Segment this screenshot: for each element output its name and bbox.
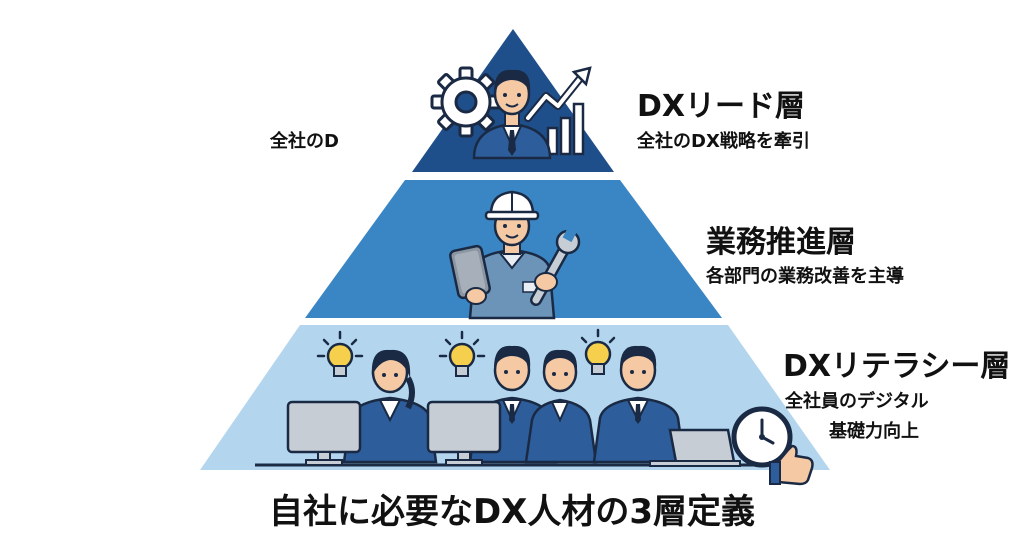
thumbs-up-icon: [769, 444, 814, 486]
lightbulb-icon: [580, 328, 616, 375]
lightbulb-icon: [438, 330, 486, 377]
layer-description-middle: 各部門の業務改善を主導: [706, 266, 904, 287]
employee-illustration: [524, 349, 598, 464]
businessman-illustration: [472, 69, 552, 160]
layer-title-middle: 業務推進層: [706, 225, 856, 260]
layer-description-bottom-line2: 基礎力向上: [829, 421, 919, 442]
growth-arrow-icon: [524, 66, 592, 122]
monitor-icon: [286, 400, 362, 466]
layer-description-top: 全社のDX戦略を牽引: [637, 131, 810, 152]
employee-illustration: [342, 349, 438, 464]
layer-title-bottom: DXリテラシー層: [783, 349, 1011, 384]
side-note: 全社のD: [270, 131, 339, 152]
tablet-icon: [449, 244, 491, 305]
bar-chart-icon: [546, 102, 585, 156]
main-title: 自社に必要なDX人材の3層定義: [268, 492, 756, 532]
gear-icon: [430, 66, 502, 138]
employee-illustration: [592, 345, 686, 464]
layer-description-bottom-line1: 全社員のデジタル: [785, 391, 929, 412]
layer-title-top: DXリード層: [637, 89, 806, 124]
monitor-icon: [426, 400, 502, 466]
wrench-icon: [530, 226, 581, 306]
hard-hat-icon: [484, 190, 540, 221]
laptop-icon: [649, 428, 741, 467]
clock-icon: [731, 406, 793, 468]
lightbulb-icon: [316, 330, 364, 377]
